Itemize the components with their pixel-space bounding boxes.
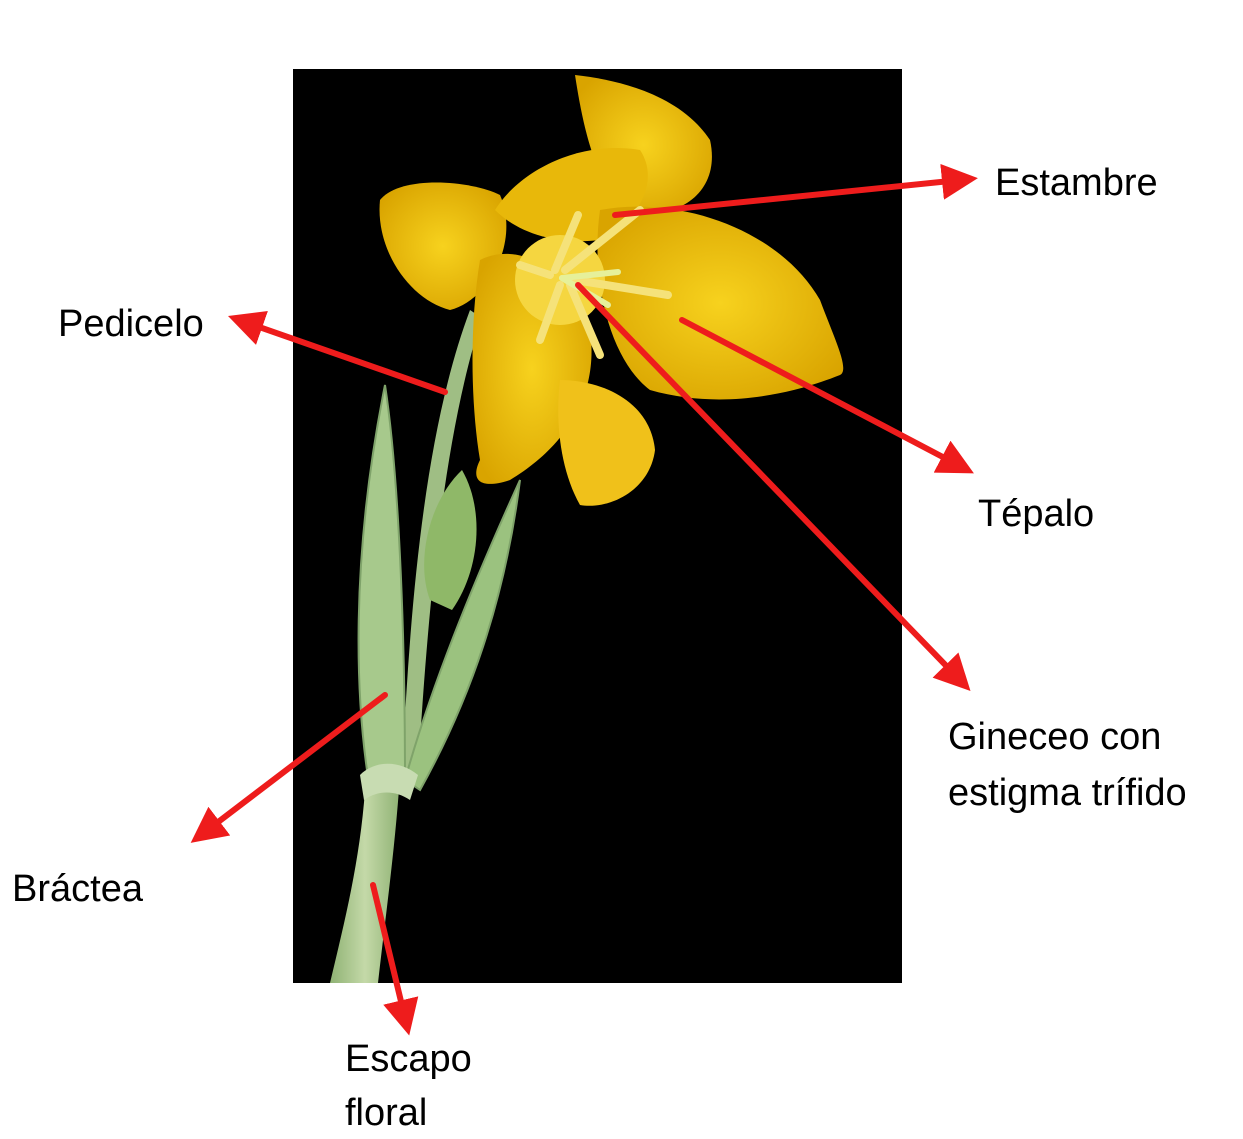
label-gineceo-line2: estigma trífido	[948, 770, 1187, 816]
label-gineceo-line1: Gineceo con	[948, 714, 1161, 760]
label-escapo-line1: Escapo	[345, 1036, 472, 1082]
label-tepalo: Tépalo	[978, 491, 1094, 537]
label-estambre: Estambre	[995, 160, 1158, 206]
label-pedicelo: Pedicelo	[58, 301, 204, 347]
label-bractea: Bráctea	[12, 866, 143, 912]
label-escapo-line2: floral	[345, 1090, 427, 1136]
